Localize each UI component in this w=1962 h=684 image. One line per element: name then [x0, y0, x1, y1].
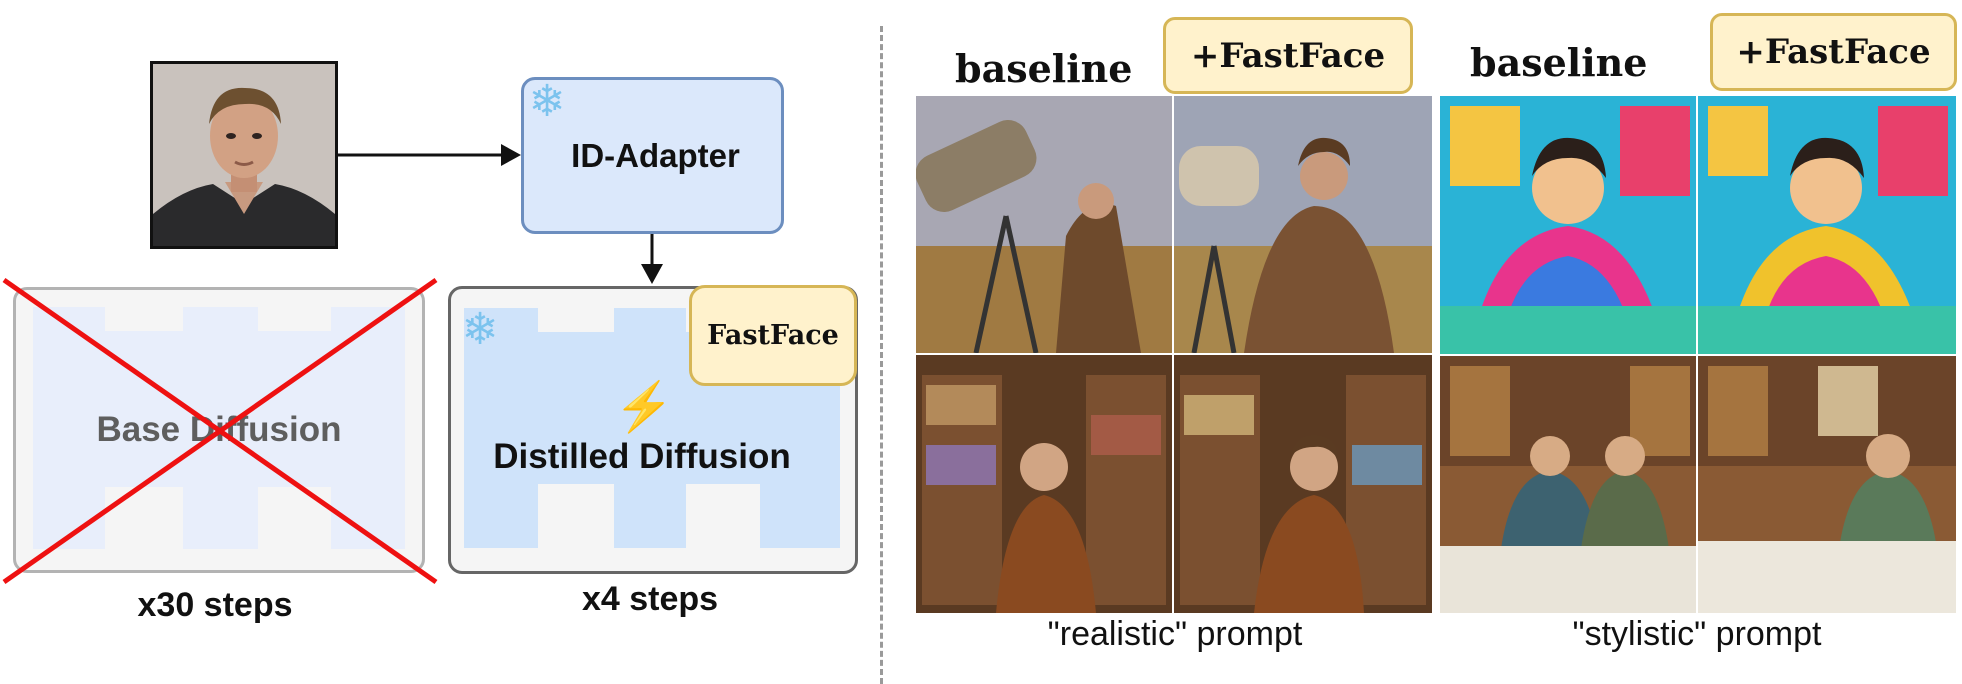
distilled-diffusion-label: Distilled Diffusion	[493, 437, 791, 476]
snowflake-icon: ❄	[461, 305, 499, 354]
id-adapter-box	[521, 77, 784, 234]
reference-face-photo	[150, 61, 338, 249]
stylistic-study-fastface-image	[1698, 356, 1956, 613]
id-adapter-label: ID-Adapter	[571, 136, 740, 174]
arrow-head-right	[501, 144, 521, 166]
snowflake-icon: ❄	[528, 77, 566, 126]
realistic-telescope-baseline-image	[916, 96, 1172, 353]
base-steps-label: x30 steps	[137, 586, 293, 624]
pipeline-diagram: ❄ ID-Adapter Base Diffusion x30 steps ❄ …	[0, 0, 880, 684]
stylistic-study-baseline-image	[1440, 356, 1696, 613]
fastface-badge: FastFace	[689, 285, 857, 386]
stylistic-baseline-label: baseline	[1470, 40, 1648, 85]
stylistic-popart-baseline-image	[1440, 96, 1696, 354]
stylistic-prompt-caption: "stylistic" prompt	[1572, 615, 1822, 653]
realistic-fastface-badge: +FastFace	[1163, 17, 1413, 94]
stylistic-fastface-badge: +FastFace	[1710, 13, 1957, 91]
realistic-prompt-caption: "realistic" prompt	[1047, 615, 1303, 653]
flow-arrows	[338, 144, 663, 284]
stylistic-popart-fastface-image	[1698, 96, 1956, 354]
lightning-icon: ⚡	[614, 381, 674, 434]
section-divider	[880, 26, 883, 684]
distilled-steps-label: x4 steps	[581, 580, 719, 618]
realistic-library-fastface-image	[1174, 355, 1432, 613]
realistic-telescope-fastface-image	[1174, 96, 1432, 353]
realistic-baseline-label: baseline	[955, 46, 1133, 91]
cross-out-mark	[2, 277, 438, 585]
portrait-illustration	[153, 64, 335, 246]
arrow-head-down	[641, 264, 663, 284]
realistic-library-baseline-image	[916, 355, 1172, 613]
